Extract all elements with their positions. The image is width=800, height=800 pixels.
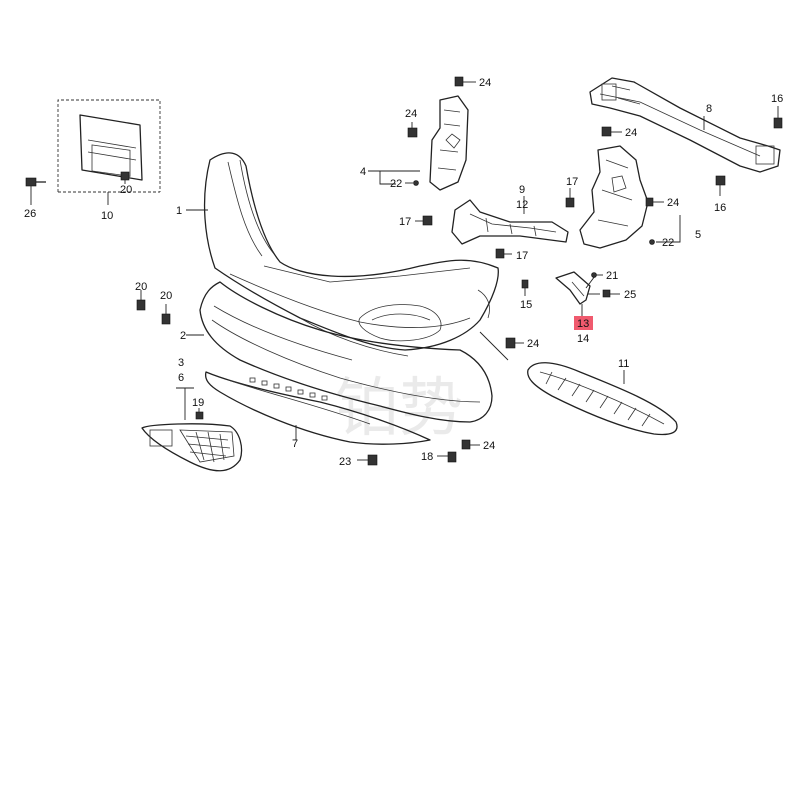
label-23: 23 (339, 456, 351, 468)
clip-20-left-b (161, 313, 171, 325)
label-24-lower-mid: 24 (527, 338, 539, 350)
beam-bracket (451, 199, 569, 245)
label-20-left-b: 20 (160, 290, 172, 302)
label-17-mid: 17 (516, 250, 528, 262)
label-8: 8 (706, 103, 712, 115)
label-21: 21 (606, 270, 618, 282)
label-24-bottom: 24 (483, 440, 495, 452)
label-9: 9 (519, 184, 525, 196)
fog-light-grille (141, 423, 243, 472)
label-10: 10 (101, 210, 113, 222)
lower-grille (527, 362, 678, 436)
front-bumper-face (203, 152, 499, 357)
label-16-upper: 16 (771, 93, 783, 105)
clip-21 (591, 272, 597, 278)
label-19: 19 (192, 397, 204, 409)
clip-22-right (649, 239, 655, 245)
label-1: 1 (176, 205, 182, 217)
clip-16-lower (715, 175, 726, 186)
label-22-left: 22 (390, 178, 402, 190)
lower-skid-plate (204, 371, 431, 445)
label-24-beam: 24 (625, 127, 637, 139)
label-24-right-bracket: 24 (667, 197, 679, 209)
skid-vents (249, 377, 328, 401)
clip-24-bottom (461, 439, 471, 450)
label-12: 12 (516, 199, 528, 211)
label-25: 25 (624, 289, 636, 301)
watermark-text: 铂势 (335, 372, 463, 446)
right-side-bracket (579, 145, 649, 249)
label-26: 26 (24, 208, 36, 220)
lower-bumper-cover (199, 281, 493, 423)
clip-20-left-a (136, 299, 146, 311)
label-17-left: 17 (399, 216, 411, 228)
label-5: 5 (695, 229, 701, 241)
clip-19 (195, 411, 204, 420)
clip-20-upper (120, 171, 130, 181)
clip-24-top (454, 76, 464, 87)
clip-23 (367, 454, 378, 466)
small-bracket (555, 271, 591, 305)
label-4: 4 (360, 166, 366, 178)
clip-22-left (413, 180, 419, 186)
label-13: 13 (577, 318, 589, 330)
clip-15 (521, 279, 529, 289)
bolt-26 (25, 177, 46, 187)
label-17-right: 17 (566, 176, 578, 188)
clip-25 (602, 289, 611, 298)
label-20-upper: 20 (120, 184, 132, 196)
label-24-left: 24 (405, 108, 417, 120)
label-11: 11 (618, 358, 629, 370)
label-22-right: 22 (662, 237, 674, 249)
clip-17-mid (495, 248, 505, 259)
label-16-lower: 16 (714, 202, 726, 214)
clip-24-left (407, 127, 418, 138)
clip-17-left (422, 215, 433, 226)
label-24-top: 24 (479, 77, 491, 89)
label-3: 3 (178, 357, 184, 369)
label-14: 14 (577, 333, 589, 345)
highlight-box-13 (574, 316, 593, 330)
label-2: 2 (180, 330, 186, 342)
clip-24-lower-mid (505, 337, 516, 349)
label-6: 6 (178, 372, 184, 384)
clip-17-right (565, 197, 575, 208)
label-15: 15 (520, 299, 532, 311)
license-plate-bracket (57, 99, 161, 193)
clip-24-right-bracket (645, 197, 654, 207)
label-18: 18 (421, 451, 433, 463)
clip-18 (447, 451, 457, 463)
bumper-reinforcement-beam (589, 77, 781, 173)
clip-16-upper (773, 117, 783, 129)
left-side-bracket (429, 95, 469, 191)
label-20-left-a: 20 (135, 281, 147, 293)
label-7: 7 (292, 438, 298, 450)
clip-24-beam (601, 126, 612, 137)
